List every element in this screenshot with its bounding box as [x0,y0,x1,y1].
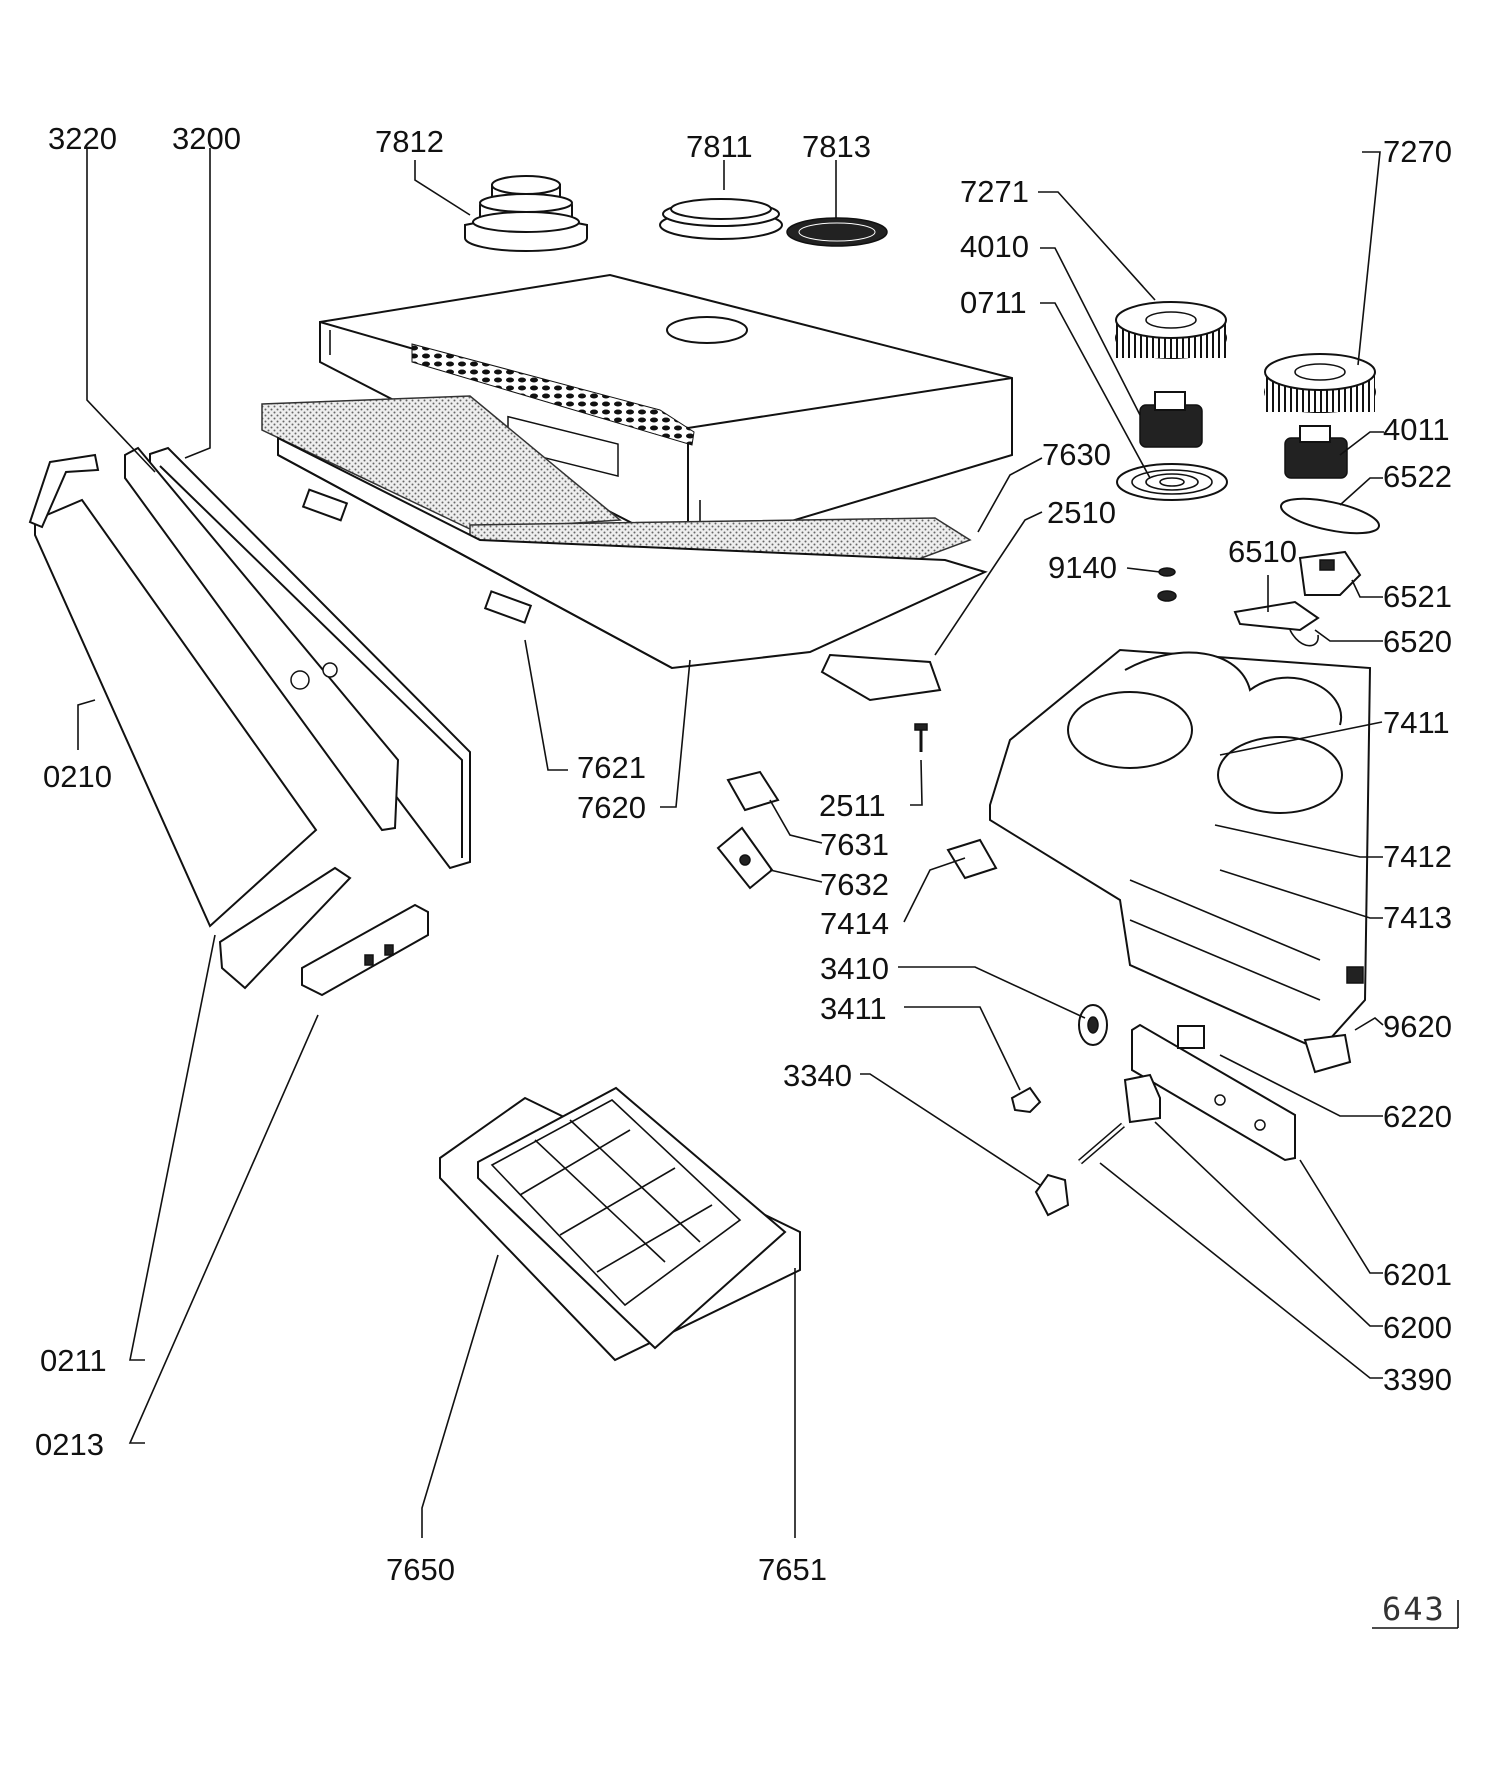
label-0210: 0210 [43,759,112,794]
label-7631: 7631 [820,827,889,862]
part-7411-fan-housing [989,648,1372,1052]
label-3220: 3220 [48,121,117,156]
label-9140: 9140 [1048,550,1117,585]
page-number: 643 [1382,1590,1446,1628]
label-3200: 3200 [172,121,241,156]
part-7271-fan [1115,301,1227,359]
part-7812-outlet-collar [464,175,588,252]
label-3340: 3340 [783,1058,852,1093]
label-7630: 7630 [1042,437,1111,472]
part-2511-screw [914,723,928,752]
part-6510-bulb [1233,600,1320,632]
label-7812: 7812 [375,124,444,159]
part-0711-spiral-disk [1116,463,1228,501]
part-7813-grid-disk [786,217,888,247]
label-7650: 7650 [386,1552,455,1587]
label-7413: 7413 [1383,900,1452,935]
part-6200-switch [1123,1073,1161,1124]
label-6200: 6200 [1383,1310,1452,1345]
label-7271: 7271 [960,174,1029,209]
part-7620-filter-frame [277,436,988,702]
label-0213: 0213 [35,1427,104,1462]
part-3340-knob [1034,1173,1070,1217]
label-7621: 7621 [577,750,646,785]
part-6521-lamp-holder [1298,550,1362,596]
part-3220-panel-strip [124,446,400,832]
part-6522-lamp-cover [1280,497,1380,535]
label-6520: 6520 [1383,624,1452,659]
part-4010-motor [1139,391,1203,448]
label-7414: 7414 [820,906,889,941]
part-9620-clip [1303,966,1364,1074]
label-6522: 6522 [1383,459,1452,494]
part-7270-fan [1264,353,1376,413]
label-2511: 2511 [819,788,886,823]
part-0211-bracket [218,866,352,990]
label-6201: 6201 [1383,1257,1452,1292]
label-7813: 7813 [802,129,871,164]
label-9620: 9620 [1383,1009,1452,1044]
part-3411-knob-insert [1010,1086,1042,1114]
label-3411: 3411 [820,991,887,1026]
part-labels: 3220 3200 7812 7811 7813 7270 7271 4010 … [35,121,1452,1587]
label-6220: 6220 [1383,1099,1452,1134]
part-3390-shaft [1078,1122,1125,1165]
label-6510: 6510 [1228,534,1297,569]
part-7632-switch-plate [716,826,774,890]
part-6220-relay [1177,1025,1205,1049]
label-3410: 3410 [820,951,889,986]
part-7414-pad [946,838,998,880]
part-7811-ring [659,198,783,240]
part-0213-switch-housing [301,903,429,997]
part-7621-clip [301,488,533,624]
part-9140-grommets [1157,567,1177,602]
label-7411: 7411 [1383,705,1450,740]
label-0711: 0711 [960,285,1027,320]
label-7632: 7632 [820,867,889,902]
page-number-box: 643 [1372,1590,1459,1629]
label-0211: 0211 [40,1343,107,1378]
label-4011: 4011 [1383,412,1450,447]
label-7811: 7811 [686,129,753,164]
part-3410-knob-washer [1078,1004,1108,1046]
label-7412: 7412 [1383,839,1452,874]
part-6520-lamp-wire [1289,629,1319,647]
part-4011-motor [1284,425,1348,479]
label-7651: 7651 [758,1552,827,1587]
label-6521: 6521 [1383,579,1452,614]
part-0210-glass [28,453,318,928]
part-7650-7651-filter-tray [439,1086,801,1362]
label-7270: 7270 [1383,134,1452,169]
part-hood-body [319,273,1013,554]
label-4010: 4010 [960,229,1029,264]
label-2510: 2510 [1047,495,1116,530]
leader-lines [77,148,1384,1538]
part-6201-control-board [1131,1023,1296,1162]
label-3390: 3390 [1383,1362,1452,1397]
part-7631-switch [726,770,780,812]
label-7620: 7620 [577,790,646,825]
